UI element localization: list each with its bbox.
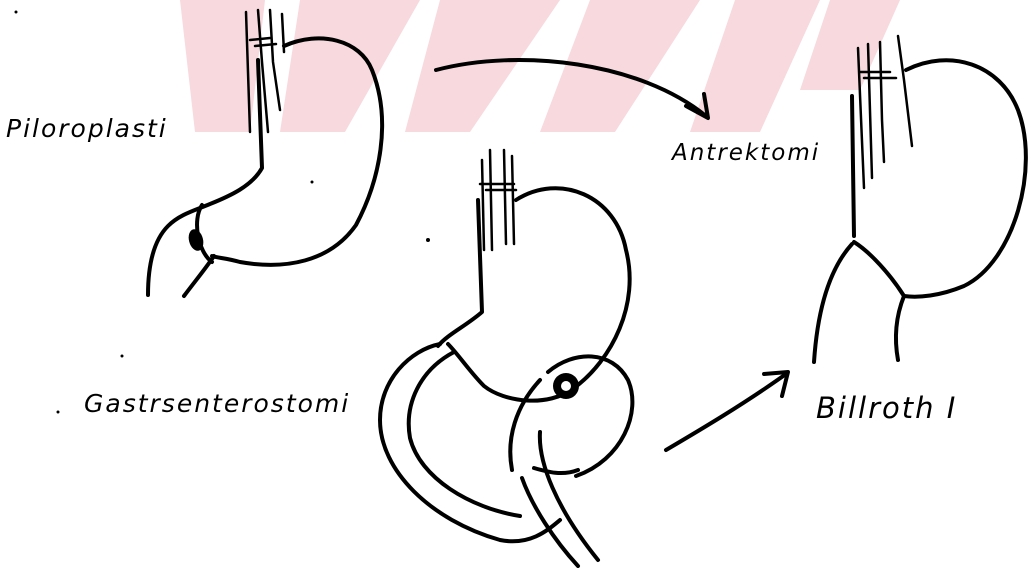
label-billroth: Billroth I — [816, 391, 957, 425]
stomach-gastroenterostomi: Gastrsenterostomi — [84, 150, 632, 566]
label-antrektomi: Antrektomi — [670, 140, 820, 166]
arrow-to-billroth: Billroth I — [666, 372, 957, 450]
label-piloroplasti: Piloroplasti — [6, 114, 168, 143]
watermark — [180, 0, 900, 132]
label-gastroenterostomi: Gastrsenterostomi — [84, 389, 350, 418]
